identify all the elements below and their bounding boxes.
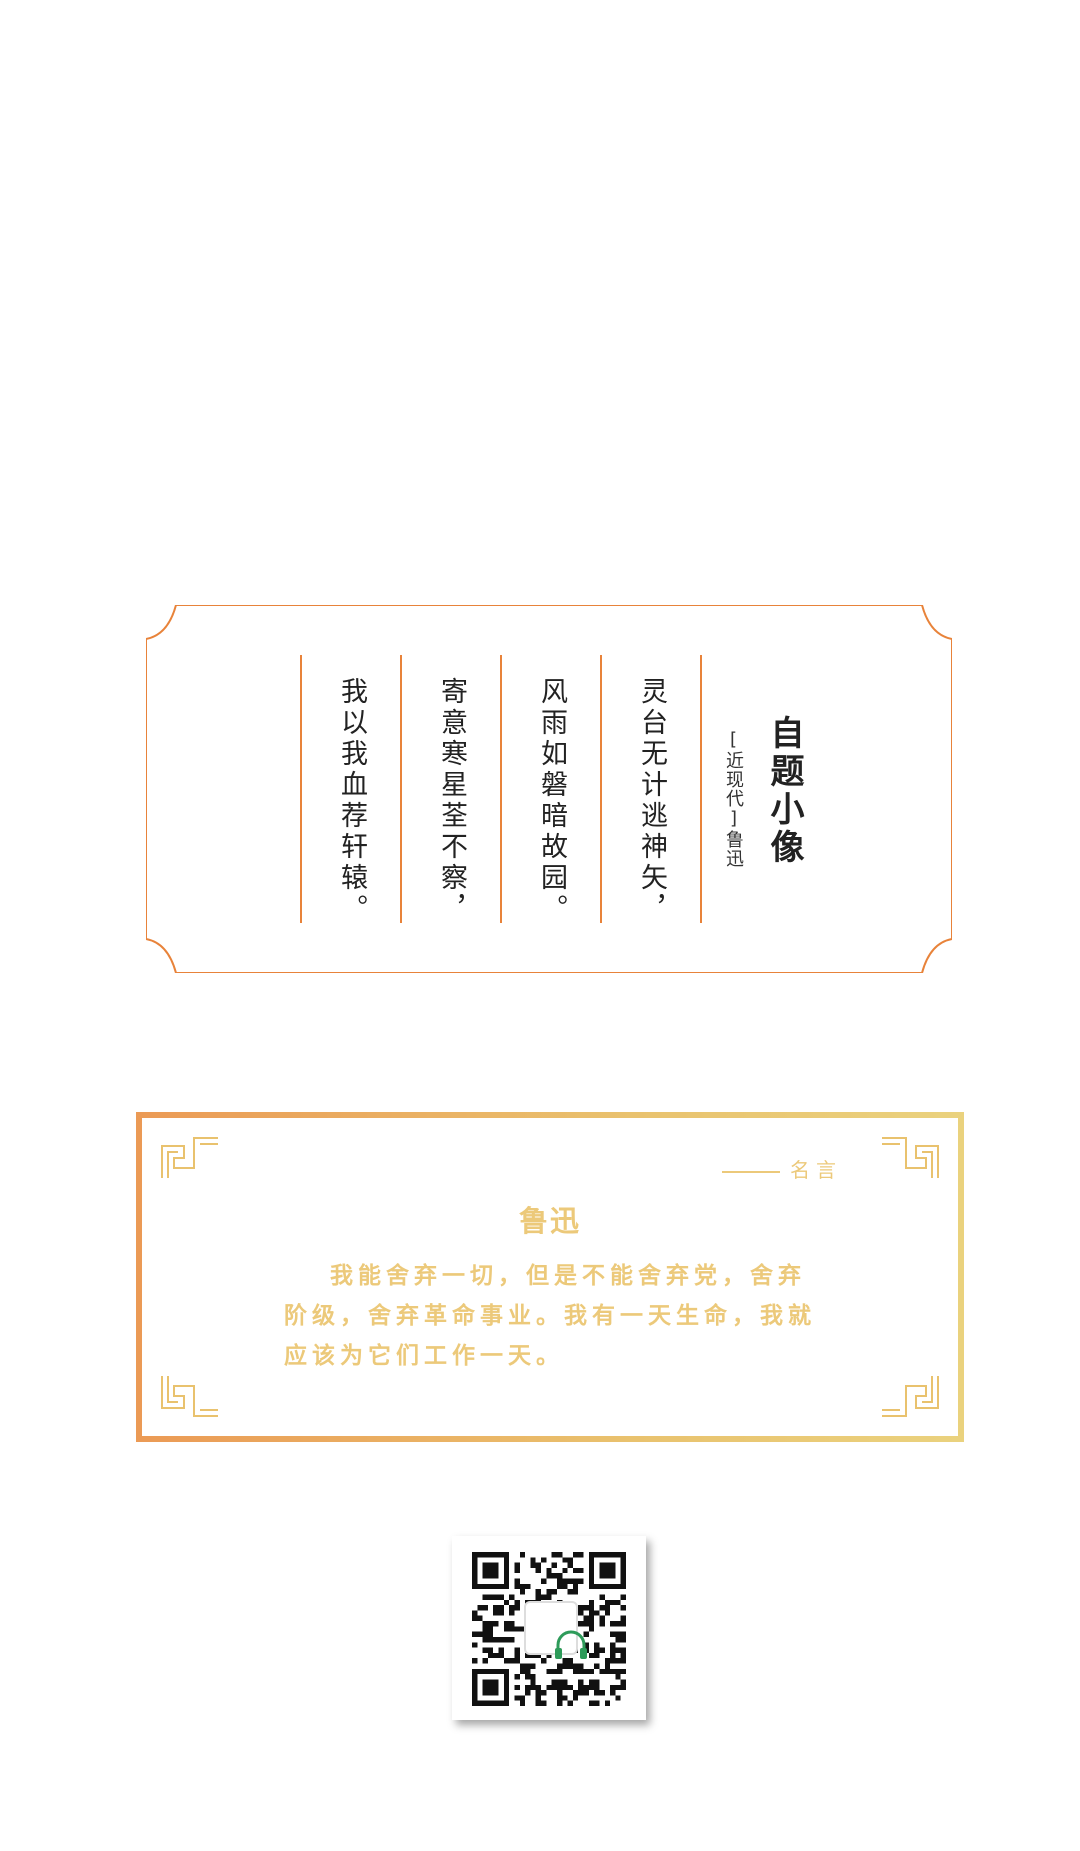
quote-label: 名言 [722,1154,842,1183]
poem-line-4: 我以我血荐轩辕。 [336,677,367,925]
quote-author: 鲁迅 [518,1204,581,1238]
poem-card: 自题小像 [近现代]鲁迅 灵台无计逃神矢， 风雨如磐暗故园。 寄意寒星荃不察， … [146,605,952,973]
corner-ornament-icon [882,1137,939,1178]
label-dash [722,1170,780,1173]
headphones-icon [555,1630,587,1659]
poem-line-3: 寄意寒星荃不察， [436,677,467,925]
corner-ornament-icon [882,1376,939,1417]
quote-text: 我能舍弃一切，但是不能舍弃党，舍弃阶级，舍弃革命事业。我有一天生命，我就应该为它… [284,1263,816,1369]
poem-line-2: 风雨如磐暗故园。 [536,677,567,925]
ticket-frame [146,605,952,973]
quote-label-text: 名言 [790,1158,842,1182]
poem-author: [近现代]鲁迅 [723,729,744,868]
poem-line-1: 灵台无计逃神矢， [636,677,667,925]
quote-box: 名言 鲁迅 我能舍弃一切，但是不能舍弃党，舍弃阶级，舍弃革命事业。我有一天生命，… [136,1112,964,1442]
corner-ornament-icon [161,1137,218,1178]
corner-ornament-icon [161,1376,218,1417]
qr-code-icon [472,1552,626,1706]
qr-badge [524,1601,587,1659]
poem-title: 自题小像 [764,715,804,867]
qr-code[interactable] [452,1536,646,1720]
